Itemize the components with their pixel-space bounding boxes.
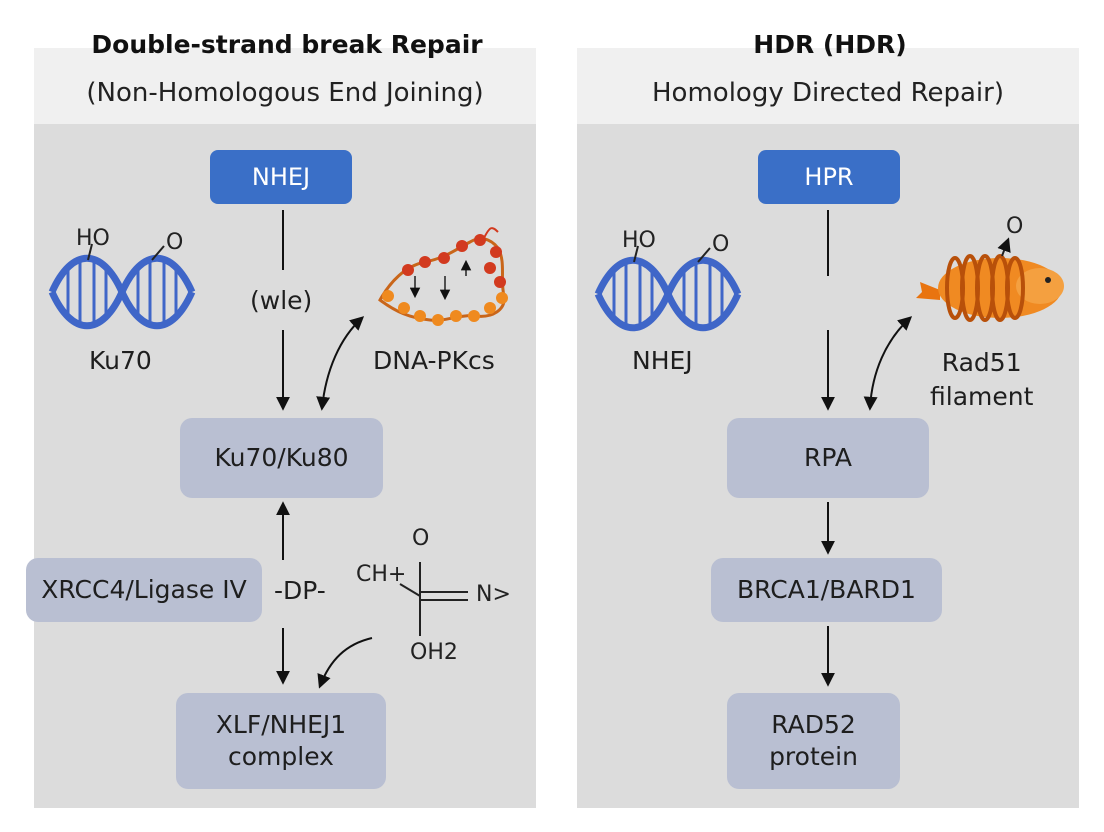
filament-o: O bbox=[1006, 214, 1024, 239]
box-rad52-line1: RAD52 bbox=[771, 710, 856, 739]
box-ku70-ku80: Ku70/Ku80 bbox=[180, 418, 383, 498]
filament-label-line1: Rad51 bbox=[941, 348, 1022, 377]
arrow-chem-to-xlf bbox=[317, 637, 373, 689]
filament-label-line2: filament bbox=[930, 382, 1034, 411]
hpr-pill: HPR bbox=[758, 150, 900, 204]
chem-bond-left bbox=[399, 583, 421, 597]
dna-pkcs-bead-chain-icon bbox=[378, 227, 508, 326]
hdr-panel-header bbox=[577, 48, 1079, 124]
dna-end-ho-left: HO bbox=[76, 226, 110, 251]
chem-n: N> bbox=[476, 582, 511, 607]
nhej-panel-header bbox=[34, 48, 536, 124]
dp-label: -DP- bbox=[274, 576, 326, 605]
hdr-panel-title: HDR (HDR) bbox=[753, 30, 907, 59]
filament-label: Rad51 filament bbox=[930, 346, 1033, 414]
dna-end-o-left: O bbox=[166, 230, 184, 255]
dna-double-helix-icon-right bbox=[594, 245, 742, 332]
box-xlf-line2: complex bbox=[228, 742, 334, 771]
dna-end-o-right: O bbox=[712, 232, 730, 257]
box-xrcc4-ligase-iv: XRCC4/Ligase IV bbox=[26, 558, 262, 622]
arrow-dna-pkcs-ku bbox=[316, 316, 365, 411]
box-rad52-protein: RAD52 protein bbox=[727, 693, 900, 789]
box-rpa: RPA bbox=[727, 418, 929, 498]
arrow-rad51-rpa bbox=[863, 316, 913, 411]
chem-ch: CH+ bbox=[356, 562, 407, 587]
dna-label-nhej: NHEJ bbox=[632, 346, 693, 375]
box-brca1-bard1: BRCA1/BARD1 bbox=[711, 558, 942, 622]
hdr-panel-subtitle: Homology Directed Repair) bbox=[652, 78, 1004, 108]
nhej-panel-title: Double-strand break Repair bbox=[91, 30, 483, 59]
box-xlf-line1: XLF/NHEJ1 bbox=[215, 710, 347, 739]
protein-label-dna-pkcs: DNA-PKcs bbox=[373, 346, 495, 375]
nhej-pill: NHEJ bbox=[210, 150, 352, 204]
dna-double-helix-icon bbox=[48, 243, 196, 330]
chem-o-top: O bbox=[412, 526, 430, 551]
nhej-panel-subtitle: (Non-Homologous End Joining) bbox=[86, 78, 484, 108]
chem-oh2: OH2 bbox=[410, 640, 458, 665]
box-xlf-nhej1-complex: XLF/NHEJ1 complex bbox=[176, 693, 386, 789]
edge-label: (wle) bbox=[250, 286, 313, 315]
rad51-filament-icon bbox=[916, 237, 1064, 322]
dna-end-ho-right: HO bbox=[622, 228, 656, 253]
dna-label-ku70: Ku70 bbox=[89, 346, 152, 375]
box-rad52-line2: protein bbox=[769, 742, 858, 771]
